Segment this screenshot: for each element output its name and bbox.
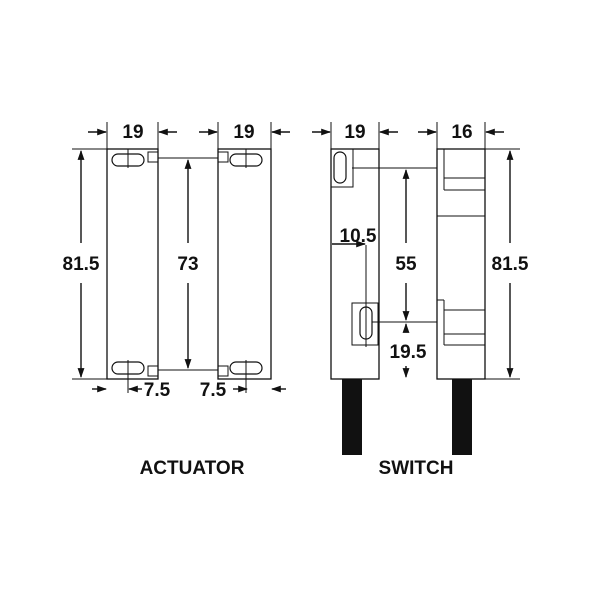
actuator-right-width-label: 19 (233, 122, 254, 143)
switch-right-width-label: 16 (451, 122, 472, 143)
switch-hole-spacing-label: 55 (395, 254, 417, 275)
switch-left-width-label: 19 (344, 122, 365, 143)
actuator-right-body (217, 148, 272, 380)
actuator-left-width-label: 19 (122, 122, 143, 143)
switch-right-body (436, 148, 486, 380)
actuator-tab (217, 151, 229, 163)
switch-drawing: 19 16 10.5 55 19.5 81.5 SWITCH (312, 122, 529, 479)
actuator-tab (147, 365, 159, 377)
switch-caption: SWITCH (379, 458, 454, 479)
switch-cable (342, 379, 362, 455)
actuator-tab (217, 365, 229, 377)
actuator-drawing: 19 19 81.5 73 7.5 7.5 ACTUATOR (63, 122, 290, 479)
actuator-inner-height-label: 73 (177, 254, 198, 275)
switch-slot-offset-label: 10.5 (340, 226, 377, 247)
actuator-height-label: 81.5 (63, 254, 100, 275)
switch-slot (333, 151, 347, 184)
switch-bottom-offset-label: 19.5 (390, 342, 427, 363)
switch-slot-housing (330, 148, 354, 188)
switch-cable (452, 379, 472, 455)
actuator-right-offset-label: 7.5 (200, 380, 227, 401)
switch-height-label: 81.5 (492, 254, 529, 275)
actuator-left-offset-label: 7.5 (144, 380, 171, 401)
switch-left-body (330, 148, 380, 380)
actuator-left-body (106, 148, 159, 380)
switch-slot-housing (351, 302, 379, 346)
actuator-caption: ACTUATOR (140, 458, 245, 479)
actuator-tab (147, 151, 159, 163)
